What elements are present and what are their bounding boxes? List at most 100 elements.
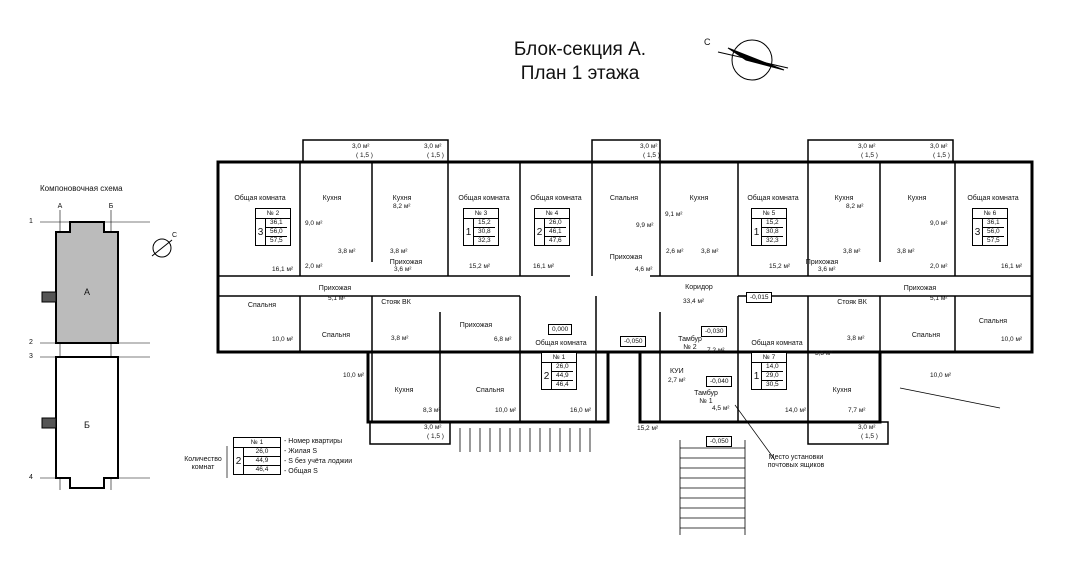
room-count: 1 [752, 363, 762, 389]
area-label: ( 1,5 ) [356, 152, 373, 159]
apartment-number: № 3 [464, 209, 498, 219]
area-label: ( 1,5 ) [643, 152, 660, 159]
area-label: 3,8 м² [701, 248, 719, 255]
room-label: Спальня [911, 332, 941, 339]
area-label: 3,5 м² [815, 350, 833, 357]
room-label: Общая комната [530, 195, 582, 202]
room-count: 1 [464, 219, 474, 245]
level-mark: -0,015 [746, 292, 773, 303]
room-count: 3 [256, 219, 266, 245]
area-label: 8,2 м² [393, 203, 411, 210]
area-label: 16,1 м² [1001, 263, 1023, 270]
area-label: 3,0 м² [930, 143, 948, 150]
room-label: Прихожая [459, 322, 493, 329]
area-label: 4,5 м² [712, 405, 730, 412]
page-title: Блок-секция А. [513, 39, 647, 60]
north-arrow-icon [717, 39, 789, 81]
room-label: Общая комната [458, 195, 510, 202]
area-label: 5,1 м² [328, 295, 346, 302]
area-label: 8,3 м² [423, 407, 441, 414]
legend-desc: - Жилая S [284, 448, 318, 455]
room-label: Кухня [907, 195, 927, 202]
legend-desc: - Номер квартиры [284, 438, 343, 445]
area-label: 9,0 м² [930, 220, 948, 227]
area-label: 15,2 м² [637, 425, 659, 432]
level-mark: -0,050 [620, 336, 647, 347]
legend-desc: - Общая S [284, 468, 318, 475]
area-label: ( 1,5 ) [427, 433, 444, 440]
area-label: 14,0 м² [785, 407, 807, 414]
area-label: 3,8 м² [390, 248, 408, 255]
room-label: Кухня [394, 387, 414, 394]
apartment-number: № 5 [752, 209, 786, 219]
area-label: 3,6 м² [394, 266, 412, 273]
mailbox-label: Место установки почтовых ящиков [767, 454, 825, 469]
area-label: 4,6 м² [635, 266, 653, 273]
room-label: Прихожая [903, 285, 937, 292]
room-label: Общая комната [535, 340, 587, 347]
page-subtitle: План 1 этажа [520, 63, 640, 84]
room-count: 3 [973, 219, 983, 245]
axis-label-1: 1 [29, 218, 33, 225]
room-label: Прихожая [318, 285, 352, 292]
compass-letter: С [704, 37, 711, 47]
section-label-a: А [83, 287, 91, 297]
area-label: 2,0 м² [305, 263, 323, 270]
room-label: Прихожая [609, 254, 643, 261]
area-label: ( 1,5 ) [933, 152, 950, 159]
corridor-label: Коридор [685, 284, 713, 291]
area-label: 2,7 м² [668, 377, 686, 384]
room-count: 2 [535, 219, 545, 245]
area-label: 3,8 м² [843, 248, 861, 255]
riser-label: Стояк ВК [837, 299, 867, 306]
area-label: 3,0 м² [424, 424, 442, 431]
area-label: 7,7 м² [848, 407, 866, 414]
area-label: 3,0 м² [858, 143, 876, 150]
axis-label-2: 2 [29, 339, 33, 346]
room-label: Общая комната [967, 195, 1019, 202]
area-label: 10,0 м² [343, 372, 365, 379]
axis-label-a: А [57, 203, 63, 210]
room-label: Спальня [978, 318, 1008, 325]
area-label: ( 1,5 ) [861, 152, 878, 159]
axis-label-3: 3 [29, 353, 33, 360]
apartment-number: № 4 [535, 209, 569, 219]
scheme-compass-letter: С [172, 232, 178, 239]
area-label: 10,0 м² [495, 407, 517, 414]
area-label: 15,2 м² [769, 263, 791, 270]
vestibule-2-label: Тамбур № 2 [678, 336, 702, 351]
area-label: 6,8 м² [494, 336, 512, 343]
room-label: Кухня [834, 195, 854, 202]
room-count: 1 [752, 219, 762, 245]
apartment-number: № 2 [256, 209, 290, 219]
room-label: Спальня [475, 387, 505, 394]
area-label: 3,0 м² [858, 424, 876, 431]
axis-label-4: 4 [29, 474, 33, 481]
room-count: 2 [542, 363, 552, 389]
scheme-title: Компоновочная схема [40, 184, 123, 193]
area-label: 2,6 м² [666, 248, 684, 255]
interior-walls [218, 162, 1032, 422]
area-label: 2,0 м² [930, 263, 948, 270]
mailbox-leader [734, 404, 776, 461]
layout-scheme [40, 210, 150, 490]
area-label: 3,8 м² [338, 248, 356, 255]
room-label: Кухня [392, 195, 412, 202]
area-label: 3,0 м² [352, 143, 370, 150]
room-label: Кухня [322, 195, 342, 202]
room-label: Спальня [247, 302, 277, 309]
room-label: Спальня [321, 332, 351, 339]
level-mark: -0,040 [706, 376, 733, 387]
apartment-number: № 7 [752, 353, 786, 363]
area-label: 5,1 м² [930, 295, 948, 302]
legend-rooms-caption: Количество комнат [184, 456, 222, 471]
area-label: 3,0 м² [424, 143, 442, 150]
area-label: 9,0 м² [305, 220, 323, 227]
legend-desc: - S без учёта лоджии [284, 458, 353, 465]
room-label: Прихожая [389, 259, 423, 266]
